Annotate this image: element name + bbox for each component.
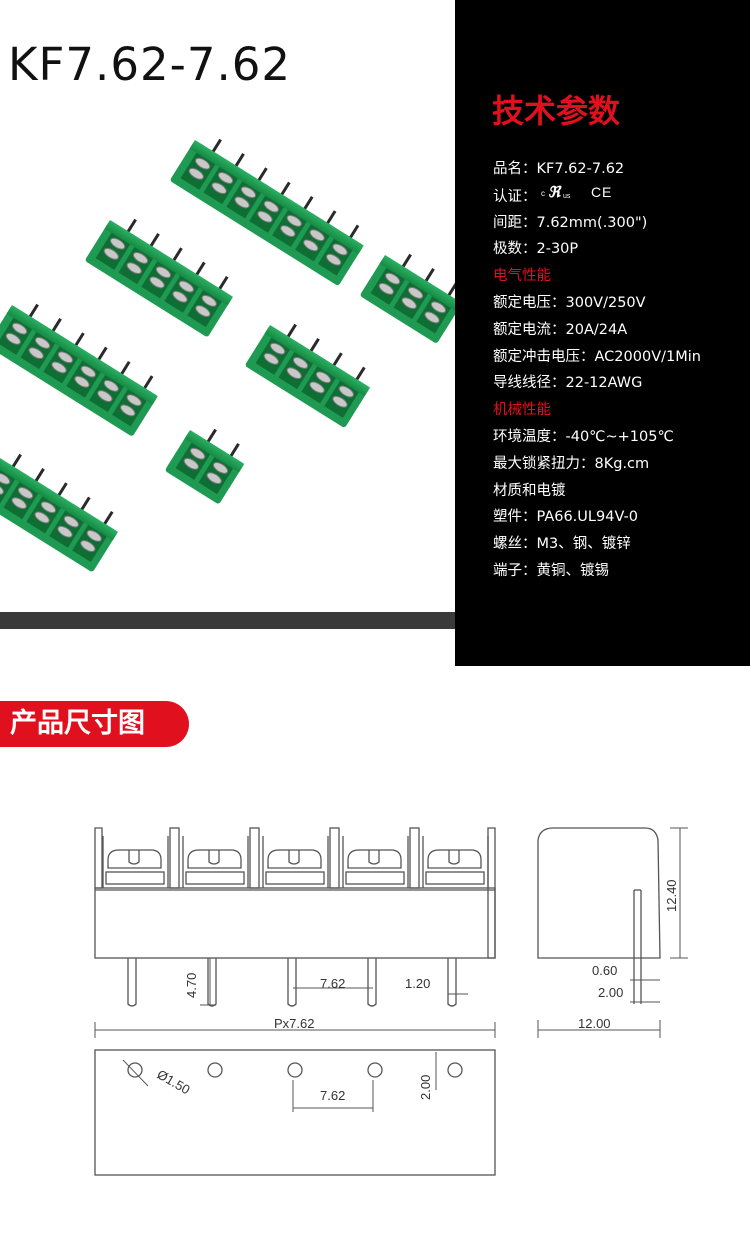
- spec-label: 导线线径：: [493, 375, 566, 392]
- spec-value: 300V/250V: [565, 294, 646, 311]
- terminal-block-4p: [245, 323, 371, 428]
- spec-value: -40℃~+105℃: [565, 428, 674, 445]
- spec-section-heading: 电气性能: [493, 268, 551, 285]
- front-end-rail-right: [487, 827, 496, 959]
- spec-label: 间距：: [493, 214, 537, 231]
- spec-row: 最大锁紧扭力：8Kg.cm: [493, 451, 701, 478]
- spec-row: 螺丝：M3、钢、镀锌: [493, 531, 701, 558]
- spec-value: 黄铜、镀锡: [536, 562, 610, 579]
- terminal-blocks-image: [0, 138, 455, 572]
- side-depth-label: 12.00: [578, 1016, 611, 1031]
- pcb-hole: [447, 1062, 463, 1078]
- spec-value: PA66.UL94V-0: [536, 509, 638, 526]
- pcb-hole: [127, 1062, 143, 1078]
- spec-row: 间距：7.62mm(.300"): [493, 210, 701, 237]
- svg-text:c: c: [541, 189, 545, 198]
- terminal-block-5p: [85, 218, 233, 337]
- spec-value: 7.62mm(.300"): [536, 214, 648, 231]
- spec-label: 额定冲击电压：: [493, 348, 595, 365]
- pcb-hole: [207, 1062, 223, 1078]
- pcb-outline: [94, 1049, 496, 1176]
- terminal-block-7p: [170, 138, 364, 286]
- spec-value: 2-30P: [536, 241, 579, 258]
- spec-heading: 技术参数: [492, 92, 621, 130]
- dimension-section-tab: 产品尺寸图: [0, 701, 189, 747]
- spec-label: 端子：: [493, 562, 537, 579]
- spec-row: 额定冲击电压：AC2000V/1Min: [493, 344, 701, 371]
- front-pin-width-label: 1.20: [405, 976, 430, 991]
- spec-label: 塑件：: [493, 509, 537, 526]
- spec-value: AC2000V/1Min: [594, 348, 701, 365]
- spec-row: 额定电压：300V/250V: [493, 290, 701, 317]
- pcb-hole: [367, 1062, 383, 1078]
- front-pin-length-label: 4.70: [184, 973, 199, 998]
- spec-value: M3、钢、镀锌: [536, 536, 631, 553]
- front-total-label: Px7.62: [274, 1016, 314, 1031]
- side-height-label: 12.40: [664, 879, 679, 912]
- photo-divider-band: [0, 612, 455, 629]
- spec-label: 品名：: [493, 161, 537, 177]
- spec-value: KF7.62-7.62: [536, 161, 625, 177]
- svg-text:us: us: [563, 193, 571, 200]
- terminal-block-2p: [165, 428, 245, 504]
- spec-row: 额定电流：20A/24A: [493, 317, 701, 344]
- spec-value: 8Kg.cm: [594, 455, 650, 472]
- spec-row: 品名：KF7.62-7.62: [493, 156, 701, 183]
- front-pitch-label: 7.62: [320, 976, 345, 991]
- terminal-block-5p-bottom: [0, 453, 118, 572]
- terminal-block-6p: [0, 303, 158, 436]
- side-view: [537, 827, 661, 1004]
- spec-row: 导线线径：22-12AWG: [493, 370, 701, 397]
- pcb-pitch-label: 7.62: [320, 1088, 345, 1103]
- side-pin-offset-label: 2.00: [598, 985, 623, 1000]
- svg-text:C: C: [591, 184, 601, 200]
- spec-row: 极数：2-30P: [493, 236, 701, 263]
- spec-label: 最大锁紧扭力：: [493, 455, 595, 472]
- spec-label: 额定电流：: [493, 321, 566, 338]
- terminal-block-3p-right: [360, 253, 455, 343]
- spec-label: 环境温度：: [493, 428, 566, 445]
- spec-label: 极数：: [493, 241, 537, 258]
- spec-label: 额定电压：: [493, 294, 566, 311]
- product-photo: [0, 100, 455, 630]
- front-body: [94, 887, 496, 959]
- svg-text:ℜ: ℜ: [548, 184, 562, 201]
- spec-value: 22-12AWG: [565, 375, 643, 392]
- pcb-hole: [287, 1062, 303, 1078]
- spec-row: 塑件：PA66.UL94V-0: [493, 504, 701, 531]
- side-pin-thickness-label: 0.60: [592, 963, 617, 978]
- svg-text:E: E: [602, 184, 611, 200]
- pcb-hole-diameter-label: Ø1.50: [155, 1067, 193, 1098]
- spec-label: 认证：: [493, 188, 537, 205]
- product-title: KF7.62-7.62: [8, 38, 292, 91]
- spec-subheading: 材质和电镀: [493, 482, 566, 499]
- spec-label: 螺丝：: [493, 536, 537, 553]
- spec-value: 20A/24A: [565, 321, 628, 338]
- front-end-rail-left: [94, 827, 103, 889]
- pcb-row-offset-label: 2.00: [418, 1075, 433, 1100]
- spec-row: 环境温度：-40℃~+105℃: [493, 424, 701, 451]
- spec-row: 端子：黄铜、镀锡: [493, 558, 701, 585]
- dimension-drawing: 7.62 1.20 Px7.62 4.70 12.40 0.60 2.00 12…: [94, 827, 688, 1176]
- spec-section-heading: 机械性能: [493, 402, 551, 419]
